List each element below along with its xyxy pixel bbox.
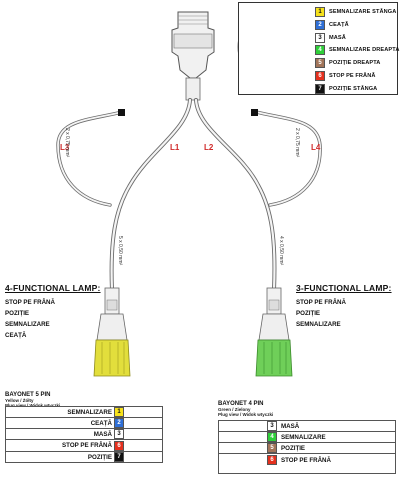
cable-spec-mid-left: 5 x 0,50 mm² xyxy=(117,236,123,266)
legend-row: 6 STOP PE FRÂNĂ xyxy=(315,70,375,82)
legend-label: MASĂ xyxy=(329,34,346,41)
legend-swatch: 7 xyxy=(315,83,325,94)
legend-swatch: 4 xyxy=(315,45,325,56)
pin-function-label: MASĂ xyxy=(281,422,300,430)
legend-label: POZIȚIE DREAPTA xyxy=(329,60,381,67)
legend-label: CEAȚĂ xyxy=(329,21,349,28)
lamp-function-item: STOP PE FRÂNĂ xyxy=(5,299,55,306)
pin-legend: 1 SEMNALIZARE STÂNGA 2 CEAȚĂ 3 MASĂ 4 SEMNALIZA… xyxy=(238,2,399,95)
pin-color-swatch: 3 xyxy=(267,421,277,431)
pin-color-swatch: 3 xyxy=(114,429,124,440)
pin-table-row: SEMNALIZARE 4 xyxy=(219,432,395,444)
left-lamp-info: 4-FUNCTIONAL LAMP: STOP PE FRÂNĂ POZIȚIE S… xyxy=(5,283,101,343)
legend-row: 1 SEMNALIZARE STÂNGA xyxy=(315,6,396,18)
pin-function-label: STOP PE FRÂNĂ xyxy=(281,456,331,464)
legend-row: 5 POZIȚIE DREAPTA xyxy=(315,57,380,69)
wire-label-l3: L3 xyxy=(60,143,70,152)
cable-spec-right: 2 x 0,75 mm² xyxy=(294,128,300,158)
right-lamp-info: 3-FUNCTIONAL LAMP: STOP PE FRÂNĂ POZIȚIE S… xyxy=(296,283,392,332)
wire-label-l1: L1 xyxy=(170,143,180,152)
pin-table-row: POZIȚIE 5 xyxy=(219,443,395,455)
pin-function-label: POZIȚIE xyxy=(281,444,306,452)
pin-color-swatch: 6 xyxy=(114,440,124,451)
legend-row: 3 MASĂ xyxy=(315,32,346,44)
left-lamp-title: 4-FUNCTIONAL LAMP: xyxy=(5,283,101,293)
lamp-function-item: SEMNALIZARE xyxy=(296,321,341,328)
pin-function-label: STOP PE FRÂNĂ xyxy=(62,442,112,450)
yellow-connector xyxy=(93,287,131,377)
bayonet-4-subtitle-color: Green / Zielony xyxy=(218,407,251,412)
legend-swatch: 3 xyxy=(315,32,325,43)
pin-color-swatch: 4 xyxy=(267,432,277,443)
pin-color-swatch: 6 xyxy=(267,455,277,466)
pin-function-label: MASĂ xyxy=(93,430,112,438)
cables xyxy=(56,98,322,292)
bayonet-4-header: BAYONET 4 PIN Green / Zielony Plug view … xyxy=(218,401,273,417)
cable-spec-mid-right: 4 x 0,50 mm² xyxy=(278,236,284,266)
lamp-function-item: SEMNALIZARE xyxy=(5,321,50,328)
legend-swatch: 2 xyxy=(315,19,325,30)
cable-spec-left: 2 x 0,75 mm² xyxy=(64,128,70,158)
main-plug xyxy=(171,11,215,101)
pin-color-swatch: 7 xyxy=(114,452,124,463)
wire-label-l4: L4 xyxy=(311,143,321,152)
bayonet-4-subtitle-view: Plug view / Widok wtyczki xyxy=(218,412,274,417)
legend-label: POZIȚIE STÂNGA xyxy=(329,85,378,92)
bayonet-4-title: BAYONET 4 PIN xyxy=(218,401,264,407)
pin-color-swatch: 1 xyxy=(114,407,124,417)
terminal-left xyxy=(118,109,125,116)
pin-table-row: STOP PE FRÂNĂ 6 xyxy=(219,455,395,466)
terminal-right xyxy=(251,109,258,116)
green-connector xyxy=(255,287,293,377)
pin-function-label: SEMNALIZARE xyxy=(67,408,112,416)
pin-function-label: CEAȚĂ xyxy=(90,419,112,427)
bayonet-5-title: BAYONET 5 PIN xyxy=(5,392,51,398)
legend-row: 4 SEMNALIZARE DREAPTA xyxy=(315,44,399,56)
bayonet-5-subtitle-color: Yellow / Żółty xyxy=(5,398,34,403)
legend-swatch: 5 xyxy=(315,58,325,69)
lamp-function-item: STOP PE FRÂNĂ xyxy=(296,299,346,306)
bayonet-5-header: BAYONET 5 PIN Yellow / Żółty Plug view /… xyxy=(5,392,60,408)
pin-function-label: POZIȚIE xyxy=(87,453,112,461)
lamp-function-item: POZIȚIE xyxy=(296,310,321,317)
legend-label: SEMNALIZARE DREAPTA xyxy=(329,47,400,54)
lamp-function-item: CEAȚĂ xyxy=(5,332,27,339)
legend-swatch: 6 xyxy=(315,71,325,81)
legend-row: 2 CEAȚĂ xyxy=(315,19,349,31)
wire-label-l2: L2 xyxy=(204,143,214,152)
legend-label: SEMNALIZARE STÂNGA xyxy=(329,9,397,15)
legend-swatch: 1 xyxy=(315,7,325,17)
pin-table-row: MASĂ 3 xyxy=(219,421,395,432)
pin-color-swatch: 5 xyxy=(267,443,277,454)
right-lamp-title: 3-FUNCTIONAL LAMP: xyxy=(296,283,392,293)
bayonet-5-subtitle-view: Plug view / Widok wtyczki xyxy=(5,403,60,408)
legend-label: STOP PE FRÂNĂ xyxy=(329,73,376,79)
pin-color-swatch: 2 xyxy=(114,418,124,429)
legend-row: 7 POZIȚIE STÂNGA xyxy=(315,83,377,95)
pin-function-label: SEMNALIZARE xyxy=(281,433,326,441)
lamp-function-item: POZIȚIE xyxy=(5,310,30,317)
